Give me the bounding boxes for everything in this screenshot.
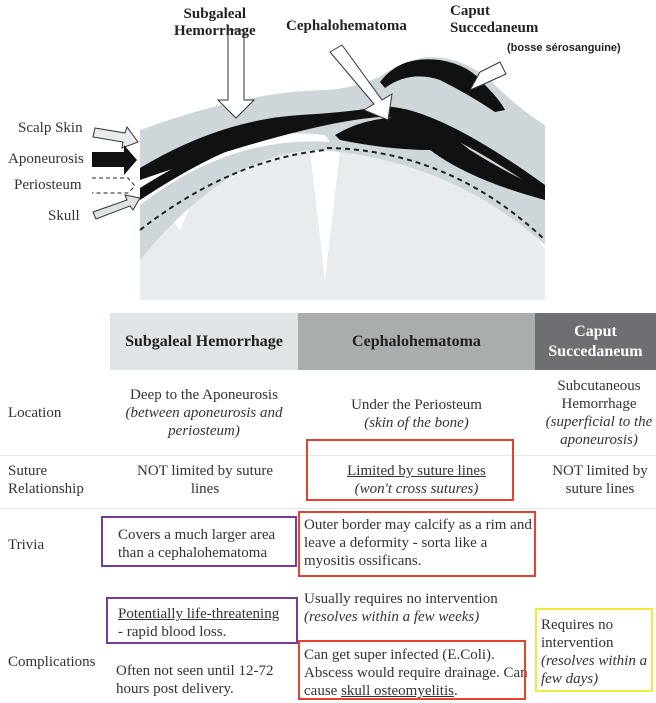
location-caput: Subcutaneous Hemorrhage(superficial to t…	[545, 378, 653, 448]
brain-shape	[140, 145, 545, 300]
aponeurosis-label: Aponeurosis	[8, 151, 84, 167]
purple-highlight-box	[101, 516, 297, 567]
red-highlight-box	[298, 511, 536, 577]
periosteum-arrow-icon	[92, 177, 136, 194]
location-cephalohematoma: Under the Periosteum(skin of the bone)	[351, 397, 482, 431]
cephalohematoma-blood	[335, 116, 545, 200]
header-cephalohematoma: Cephalohematoma	[298, 313, 535, 370]
caput-arrow-icon	[468, 61, 507, 92]
complications-cephalohematoma-1: Usually requires no intervention(resolve…	[304, 591, 498, 625]
complications-cephalohematoma-2: Can get super infected (E.Coli). Abscess…	[304, 647, 528, 699]
cephalohematoma-label: Cephalohematoma	[286, 18, 407, 34]
periosteum-label: Periosteum	[14, 177, 82, 193]
suture-subgaleal: NOT limited by suture lines	[137, 463, 273, 497]
complications-caput: Requires no intervention(resolves within…	[541, 617, 648, 687]
scalp-diagram	[92, 29, 546, 300]
complications-subgaleal-2: Often not seen until 12-72 hours post de…	[116, 663, 274, 697]
caput-blood	[380, 59, 505, 112]
red-highlight-box	[298, 640, 526, 700]
complications-subgaleal-1: Potentially life-threatening- rapid bloo…	[118, 606, 280, 640]
header-caput: Caput Succedaneum	[535, 313, 656, 370]
bosse-label: (bosse sérosanguine)	[507, 42, 621, 54]
skull-label: Skull	[48, 208, 80, 224]
red-highlight-box	[306, 439, 514, 501]
cephalohematoma-arrow-icon	[329, 44, 393, 121]
suture-caput: NOT limited by suture lines	[552, 463, 648, 497]
aponeurosis-arrow-icon	[92, 145, 137, 175]
location-subgaleal: Deep to the Aponeurosis(between aponeuro…	[125, 387, 283, 439]
trivia-cephalohematoma: Outer border may calcify as a rim and le…	[304, 517, 532, 569]
trivia-subgaleal: Covers a much larger area than a cephalo…	[118, 527, 276, 561]
scalp-skin-arrow-icon	[92, 125, 139, 149]
yellow-highlight-box	[535, 608, 653, 692]
aponeurosis-layer	[140, 106, 545, 195]
header-subgaleal: Subgaleal Hemorrhage	[110, 313, 298, 370]
subgaleal-arrow-icon	[216, 29, 256, 119]
purple-highlight-box	[106, 597, 298, 644]
periosteum-line	[139, 147, 546, 241]
row-label-location: Location	[8, 405, 62, 421]
skull-arrow-icon	[92, 194, 141, 220]
scalp-skin-label: Scalp Skin	[18, 120, 83, 136]
row-label-trivia: Trivia	[8, 537, 45, 553]
suture-cephalohematoma: Limited by suture lines(won't cross sutu…	[347, 463, 486, 497]
row-label-complications: Complications	[8, 654, 96, 670]
